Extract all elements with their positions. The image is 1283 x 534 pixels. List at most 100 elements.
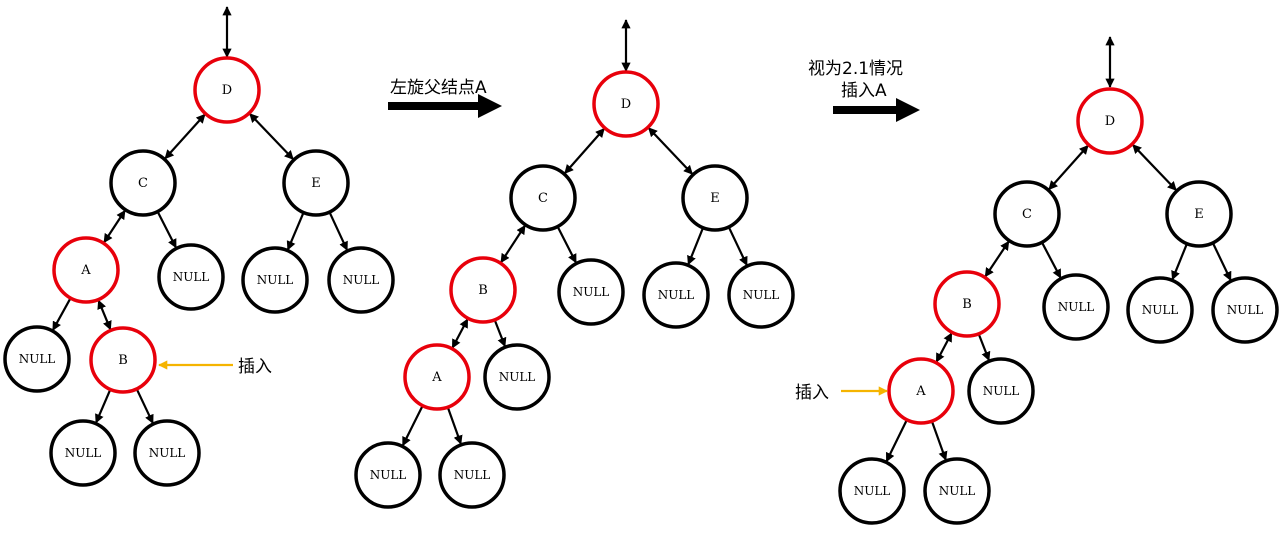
step-arrow-rotate: 左旋父结点A <box>388 78 502 118</box>
parent-child-link <box>500 224 526 264</box>
parent-child-link <box>97 299 112 331</box>
child-link <box>977 334 991 362</box>
parent-child-link <box>984 240 1010 278</box>
node-label: A <box>915 384 926 399</box>
insert-pointer-1: 插入 <box>158 357 272 377</box>
child-link <box>447 407 463 445</box>
node-label: NULL <box>983 384 1020 398</box>
step-arrow-case: 视为2.1情况 插入A <box>808 59 920 122</box>
node-label: NULL <box>343 273 380 287</box>
child-link <box>885 420 908 463</box>
child-link <box>557 226 577 264</box>
node-label: NULL <box>743 288 780 302</box>
node-label: B <box>478 283 488 298</box>
null-leaf-node: NULL <box>1042 273 1110 341</box>
tree-node-b: B <box>449 256 517 324</box>
tree-node-d: D <box>1076 87 1144 155</box>
node-label: NULL <box>257 273 294 287</box>
node-label: NULL <box>499 370 536 384</box>
null-leaf-node: NULL <box>354 441 422 509</box>
node-label: NULL <box>65 446 102 460</box>
node-label: NULL <box>370 468 407 482</box>
node-label: NULL <box>573 285 610 299</box>
tree-nodes: D C E A NULL NULL NULL NULL B NULL NULL D C E B NULL NUL… <box>3 56 1279 525</box>
tree-node-d: D <box>193 56 261 124</box>
null-leaf-node: NULL <box>241 246 309 314</box>
child-link <box>157 211 177 249</box>
null-leaf-node: NULL <box>967 357 1035 425</box>
child-link <box>687 228 704 266</box>
tree-node-e: E <box>1165 180 1233 248</box>
child-link <box>51 298 72 331</box>
node-label: C <box>138 176 148 191</box>
node-label: D <box>222 83 232 98</box>
null-leaf-node: NULL <box>1126 276 1194 344</box>
node-label: C <box>538 191 548 206</box>
tree-node-b: B <box>89 326 157 394</box>
null-leaf-node: NULL <box>1211 276 1279 344</box>
node-label: A <box>431 370 442 385</box>
tree-edges <box>51 6 1232 463</box>
parent-child-link <box>451 318 469 349</box>
parent-child-link <box>1132 144 1177 191</box>
node-label: NULL <box>173 270 210 284</box>
node-label: NULL <box>854 484 891 498</box>
tree-node-d: D <box>592 70 660 138</box>
tree-node-e: E <box>282 149 350 217</box>
child-link <box>1212 243 1232 282</box>
node-label: C <box>1022 207 1032 222</box>
child-link <box>728 227 748 267</box>
null-leaf-node: NULL <box>49 419 117 487</box>
parent-child-link <box>935 332 953 363</box>
node-label: D <box>1105 114 1115 129</box>
node-label: NULL <box>1058 300 1095 314</box>
child-link <box>493 320 507 348</box>
node-label: NULL <box>454 468 491 482</box>
parent-child-link <box>564 128 605 174</box>
step-caption-case-line2: 插入A <box>841 81 887 101</box>
step-caption-case-line1: 视为2.1情况 <box>808 59 903 79</box>
null-leaf-node: NULL <box>923 457 991 525</box>
null-leaf-node: NULL <box>438 441 506 509</box>
child-link <box>136 389 154 425</box>
child-link <box>328 212 349 251</box>
node-label: B <box>118 353 128 368</box>
step-caption-rotate: 左旋父结点A <box>390 78 487 98</box>
parent-child-link <box>249 113 294 160</box>
node-label: A <box>80 263 91 278</box>
tree-node-a: A <box>403 343 471 411</box>
null-leaf-node: NULL <box>727 261 795 329</box>
null-leaf-node: NULL <box>157 243 225 311</box>
null-leaf-node: NULL <box>327 246 395 314</box>
node-label: NULL <box>939 484 976 498</box>
parent-child-link <box>103 209 126 244</box>
child-link <box>95 389 111 424</box>
child-link <box>286 212 305 251</box>
node-label: B <box>962 297 972 312</box>
parent-child-link <box>647 127 694 175</box>
null-leaf-node: NULL <box>133 419 201 487</box>
node-label: NULL <box>19 352 56 366</box>
parent-child-link <box>164 113 206 160</box>
node-label: E <box>710 191 720 206</box>
child-link <box>1171 244 1188 281</box>
tree-node-a: A <box>887 357 955 425</box>
null-leaf-node: NULL <box>3 325 71 393</box>
null-leaf-node: NULL <box>557 258 625 326</box>
child-link <box>931 421 948 461</box>
node-label: NULL <box>1142 303 1179 317</box>
node-label: NULL <box>149 446 186 460</box>
null-leaf-node: NULL <box>642 261 710 329</box>
child-link <box>1041 242 1062 279</box>
insert-pointer-3: 插入 <box>795 383 888 403</box>
tree-node-b: B <box>933 270 1001 338</box>
tree-node-a: A <box>52 236 120 304</box>
tree-node-c: C <box>109 149 177 217</box>
tree-node-e: E <box>681 164 749 232</box>
node-label: E <box>311 176 321 191</box>
parent-child-link <box>1048 144 1089 191</box>
node-label: D <box>621 97 631 112</box>
node-label: E <box>1194 207 1204 222</box>
tree-node-c: C <box>993 180 1061 248</box>
